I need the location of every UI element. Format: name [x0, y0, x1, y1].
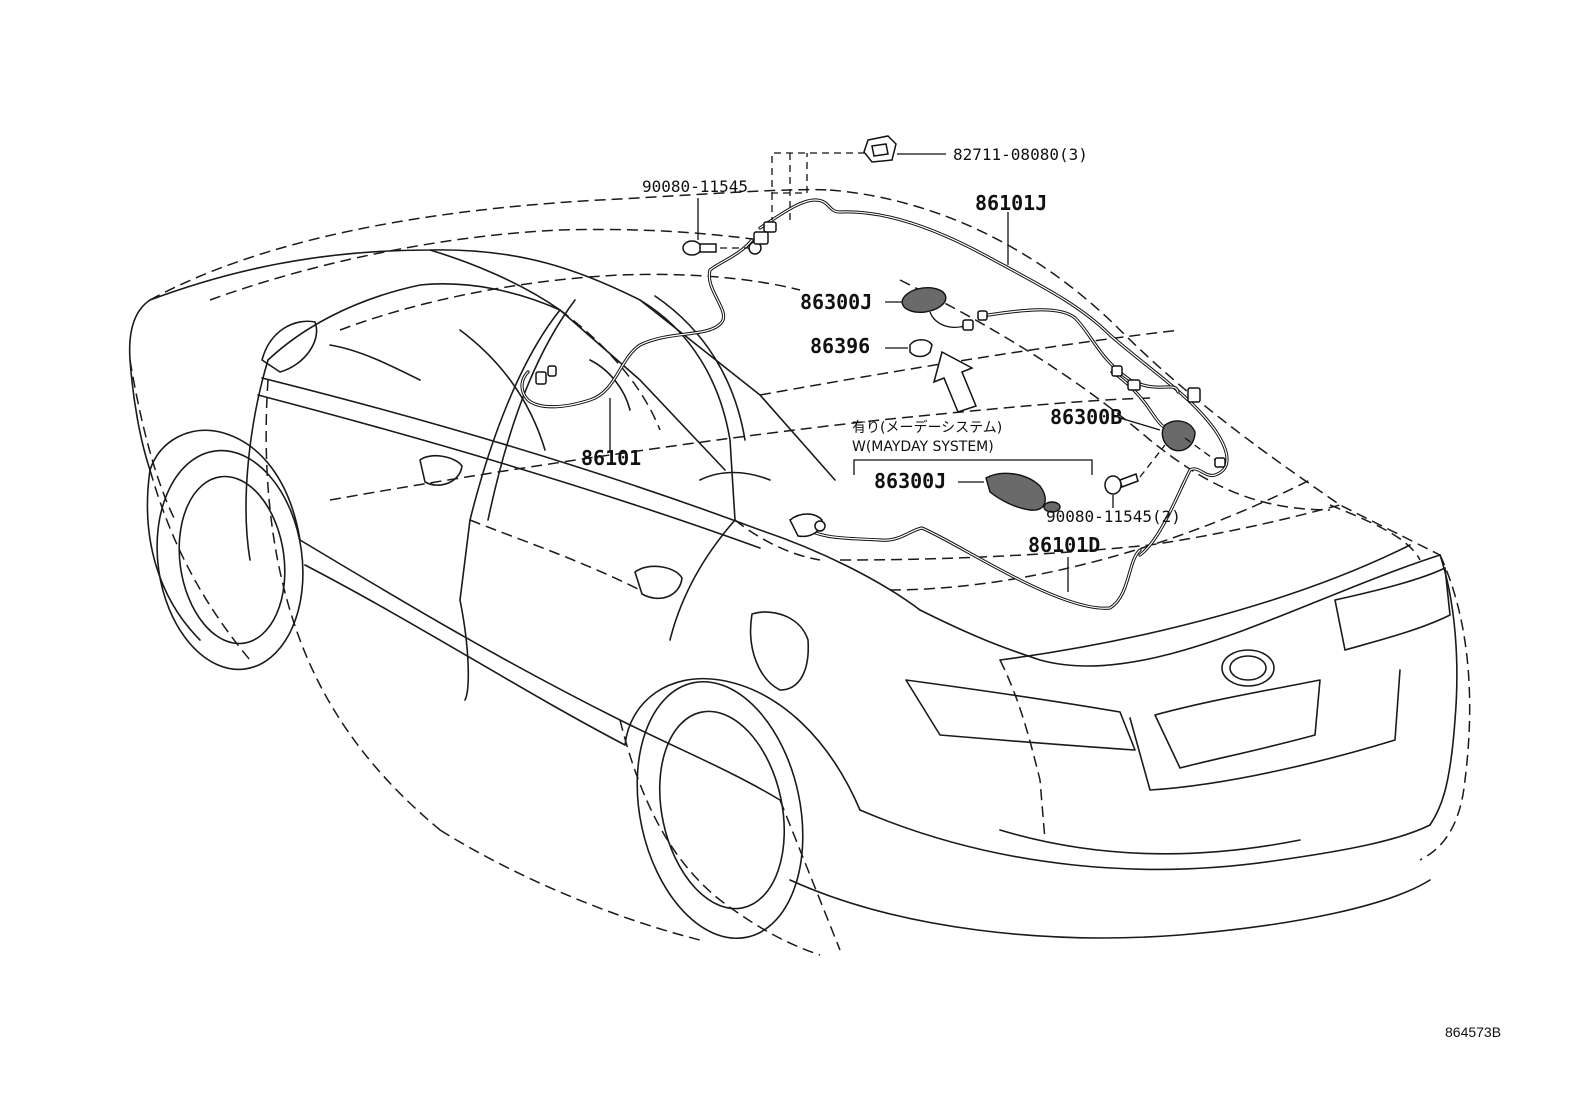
- leader-lines: [609, 152, 1216, 592]
- antenna-86300j-mayday: [985, 472, 1061, 513]
- clip-part: [863, 135, 897, 163]
- callout-grommet: 86396: [810, 334, 870, 358]
- callout-clip: 82711-08080(3): [953, 145, 1088, 164]
- condition-note-jp: 有り(メーデーシステム): [852, 419, 1002, 436]
- callout-antenna-top: 86300J: [800, 290, 872, 314]
- arrow-up: [932, 350, 977, 413]
- callout-bolt-front: 90080-11545: [642, 177, 748, 196]
- car-hidden-lines: [129, 188, 1471, 956]
- diagram-code: 864573B: [1445, 1024, 1501, 1040]
- bolt-rear-part: [1104, 473, 1139, 495]
- car-body-outline: [128, 249, 1458, 940]
- grommet-part: [909, 339, 933, 358]
- callout-antenna-mayday: 86300J: [874, 469, 946, 493]
- callout-cord-roof: 86101J: [975, 191, 1047, 215]
- connector-front: [535, 365, 557, 385]
- callout-cord-body: 86101D: [1028, 533, 1100, 557]
- callout-bolt-rear: 90080-11545(2): [1046, 507, 1181, 526]
- connector-body: [789, 513, 826, 538]
- condition-note-en: W(MAYDAY SYSTEM): [852, 439, 994, 455]
- antenna-86300b: [1111, 365, 1226, 468]
- antenna-86300j-top: [901, 287, 988, 331]
- bolt-front-part: [682, 240, 762, 256]
- antenna-cords: [520, 198, 1229, 610]
- clip-roof-cluster: [753, 221, 777, 245]
- callout-cord-front: 86101: [581, 446, 641, 470]
- callout-antenna-rear: 86300B: [1050, 405, 1122, 429]
